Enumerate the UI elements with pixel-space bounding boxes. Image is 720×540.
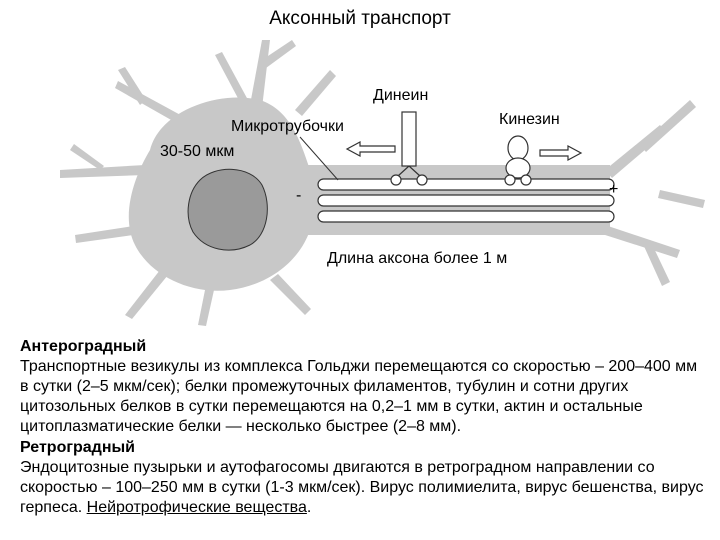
retrograde-heading: Ретроградный xyxy=(20,439,135,456)
microtubules-pointer xyxy=(299,136,339,181)
neurotrophic-link[interactable]: Нейротрофические вещества xyxy=(86,499,307,516)
dynein-motor xyxy=(390,111,428,186)
anterograde-text: Транспортные везикулы из комплекса Гольд… xyxy=(20,358,698,435)
retrograde-paragraph: Эндоцитозные пузырьки и аутофагосомы дви… xyxy=(20,458,710,518)
description-block: Антероградный Транспортные везикулы из к… xyxy=(20,336,710,518)
dynein-label: Динеин xyxy=(373,87,428,104)
microtubules-label: Микротрубочки xyxy=(231,118,344,135)
kinesin-motor xyxy=(504,135,532,186)
kinesin-label: Кинезин xyxy=(499,111,560,128)
axonal-transport-diagram: Динеин Кинезин Микротрубочки 30-50 мкм -… xyxy=(60,40,705,326)
nucleus xyxy=(187,168,268,251)
anterograde-heading: Антероградный xyxy=(20,338,147,355)
retrograde-end: . xyxy=(306,499,312,516)
retrograde-text: Эндоцитозные пузырьки и аутофагосомы дви… xyxy=(20,459,704,516)
axon-length-label: Длина аксона более 1 м xyxy=(327,250,507,267)
anterograde-arrow xyxy=(539,144,583,162)
retrograde-arrow xyxy=(345,140,396,158)
minus-end-label: - xyxy=(296,187,301,204)
size-label: 30-50 мкм xyxy=(160,143,234,160)
page-title: Аксонный транспорт xyxy=(269,8,451,29)
microtubules xyxy=(317,178,615,223)
plus-end-label: + xyxy=(609,181,618,198)
